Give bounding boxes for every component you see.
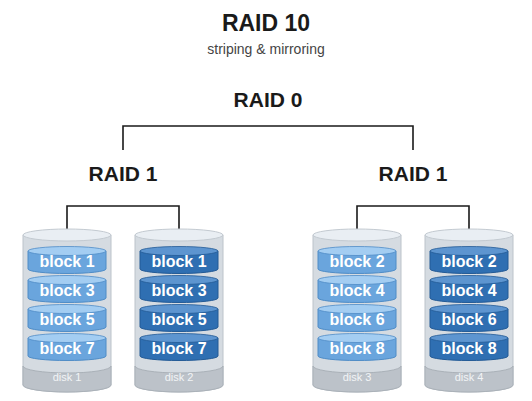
block-label: block 6 [317, 311, 397, 329]
block-label: block 4 [317, 282, 397, 300]
block-body [140, 309, 218, 331]
block-label: block 8 [317, 340, 397, 358]
disk-cylinder: disk 1 block 1 block 3 block 5 block 7 [22, 228, 112, 393]
disk-top [425, 229, 513, 241]
disk-cylinder: disk 4 block 2 block 4 block 6 block 8 [424, 228, 514, 393]
data-block: block 1 [27, 246, 107, 274]
data-block: block 6 [317, 304, 397, 332]
data-block: block 8 [429, 333, 509, 361]
block-body [28, 338, 106, 360]
block-body [430, 338, 508, 360]
data-block: block 3 [139, 275, 219, 303]
block-label: block 6 [429, 311, 509, 329]
block-label: block 8 [429, 340, 509, 358]
diagram-title: RAID 10 [116, 10, 416, 37]
disk-top [135, 229, 223, 241]
block-label: block 5 [27, 311, 107, 329]
raid-level-label: RAID 0 [118, 88, 418, 112]
block-body [140, 251, 218, 273]
disk-top [23, 229, 111, 241]
disk-top [313, 229, 401, 241]
block-label: block 1 [139, 253, 219, 271]
disk-base [23, 366, 111, 392]
raid0-bracket [123, 126, 413, 150]
block-body [318, 338, 396, 360]
block-body [140, 280, 218, 302]
block-label: block 7 [139, 340, 219, 358]
data-block: block 4 [429, 275, 509, 303]
data-block: block 1 [139, 246, 219, 274]
block-body [28, 309, 106, 331]
data-block: block 7 [139, 333, 219, 361]
data-block: block 6 [429, 304, 509, 332]
block-body [318, 251, 396, 273]
block-label: block 7 [27, 340, 107, 358]
data-block: block 8 [317, 333, 397, 361]
data-block: block 4 [317, 275, 397, 303]
block-label: block 5 [139, 311, 219, 329]
block-body [140, 338, 218, 360]
disk-body [313, 235, 401, 392]
block-label: block 4 [429, 282, 509, 300]
data-block: block 2 [429, 246, 509, 274]
disk-cylinder: disk 2 block 1 block 3 block 5 block 7 [134, 228, 224, 393]
data-block: block 3 [27, 275, 107, 303]
block-body [318, 309, 396, 331]
disk-cylinder: disk 3 block 2 block 4 block 6 block 8 [312, 228, 402, 393]
disk-base [425, 366, 513, 392]
disk-base [313, 366, 401, 392]
block-body [430, 280, 508, 302]
disk-label: disk 2 [134, 371, 224, 384]
disk-label: disk 1 [22, 371, 112, 384]
block-label: block 3 [139, 282, 219, 300]
data-block: block 5 [139, 304, 219, 332]
data-block: block 5 [27, 304, 107, 332]
block-label: block 2 [317, 253, 397, 271]
disk-body [23, 235, 111, 392]
disk-base [135, 366, 223, 392]
subtitle: striping & mirroring [116, 41, 416, 57]
block-body [28, 251, 106, 273]
disk-body [135, 235, 223, 392]
block-label: block 1 [27, 253, 107, 271]
disk-body [425, 235, 513, 392]
block-label: block 3 [27, 282, 107, 300]
disk-label: disk 4 [424, 371, 514, 384]
data-block: block 2 [317, 246, 397, 274]
block-body [28, 280, 106, 302]
raid-level-label: RAID 1 [0, 162, 273, 186]
block-body [430, 251, 508, 273]
block-body [430, 309, 508, 331]
raid-level-label: RAID 1 [263, 162, 532, 186]
block-body [318, 280, 396, 302]
data-block: block 7 [27, 333, 107, 361]
block-label: block 2 [429, 253, 509, 271]
disk-label: disk 3 [312, 371, 402, 384]
